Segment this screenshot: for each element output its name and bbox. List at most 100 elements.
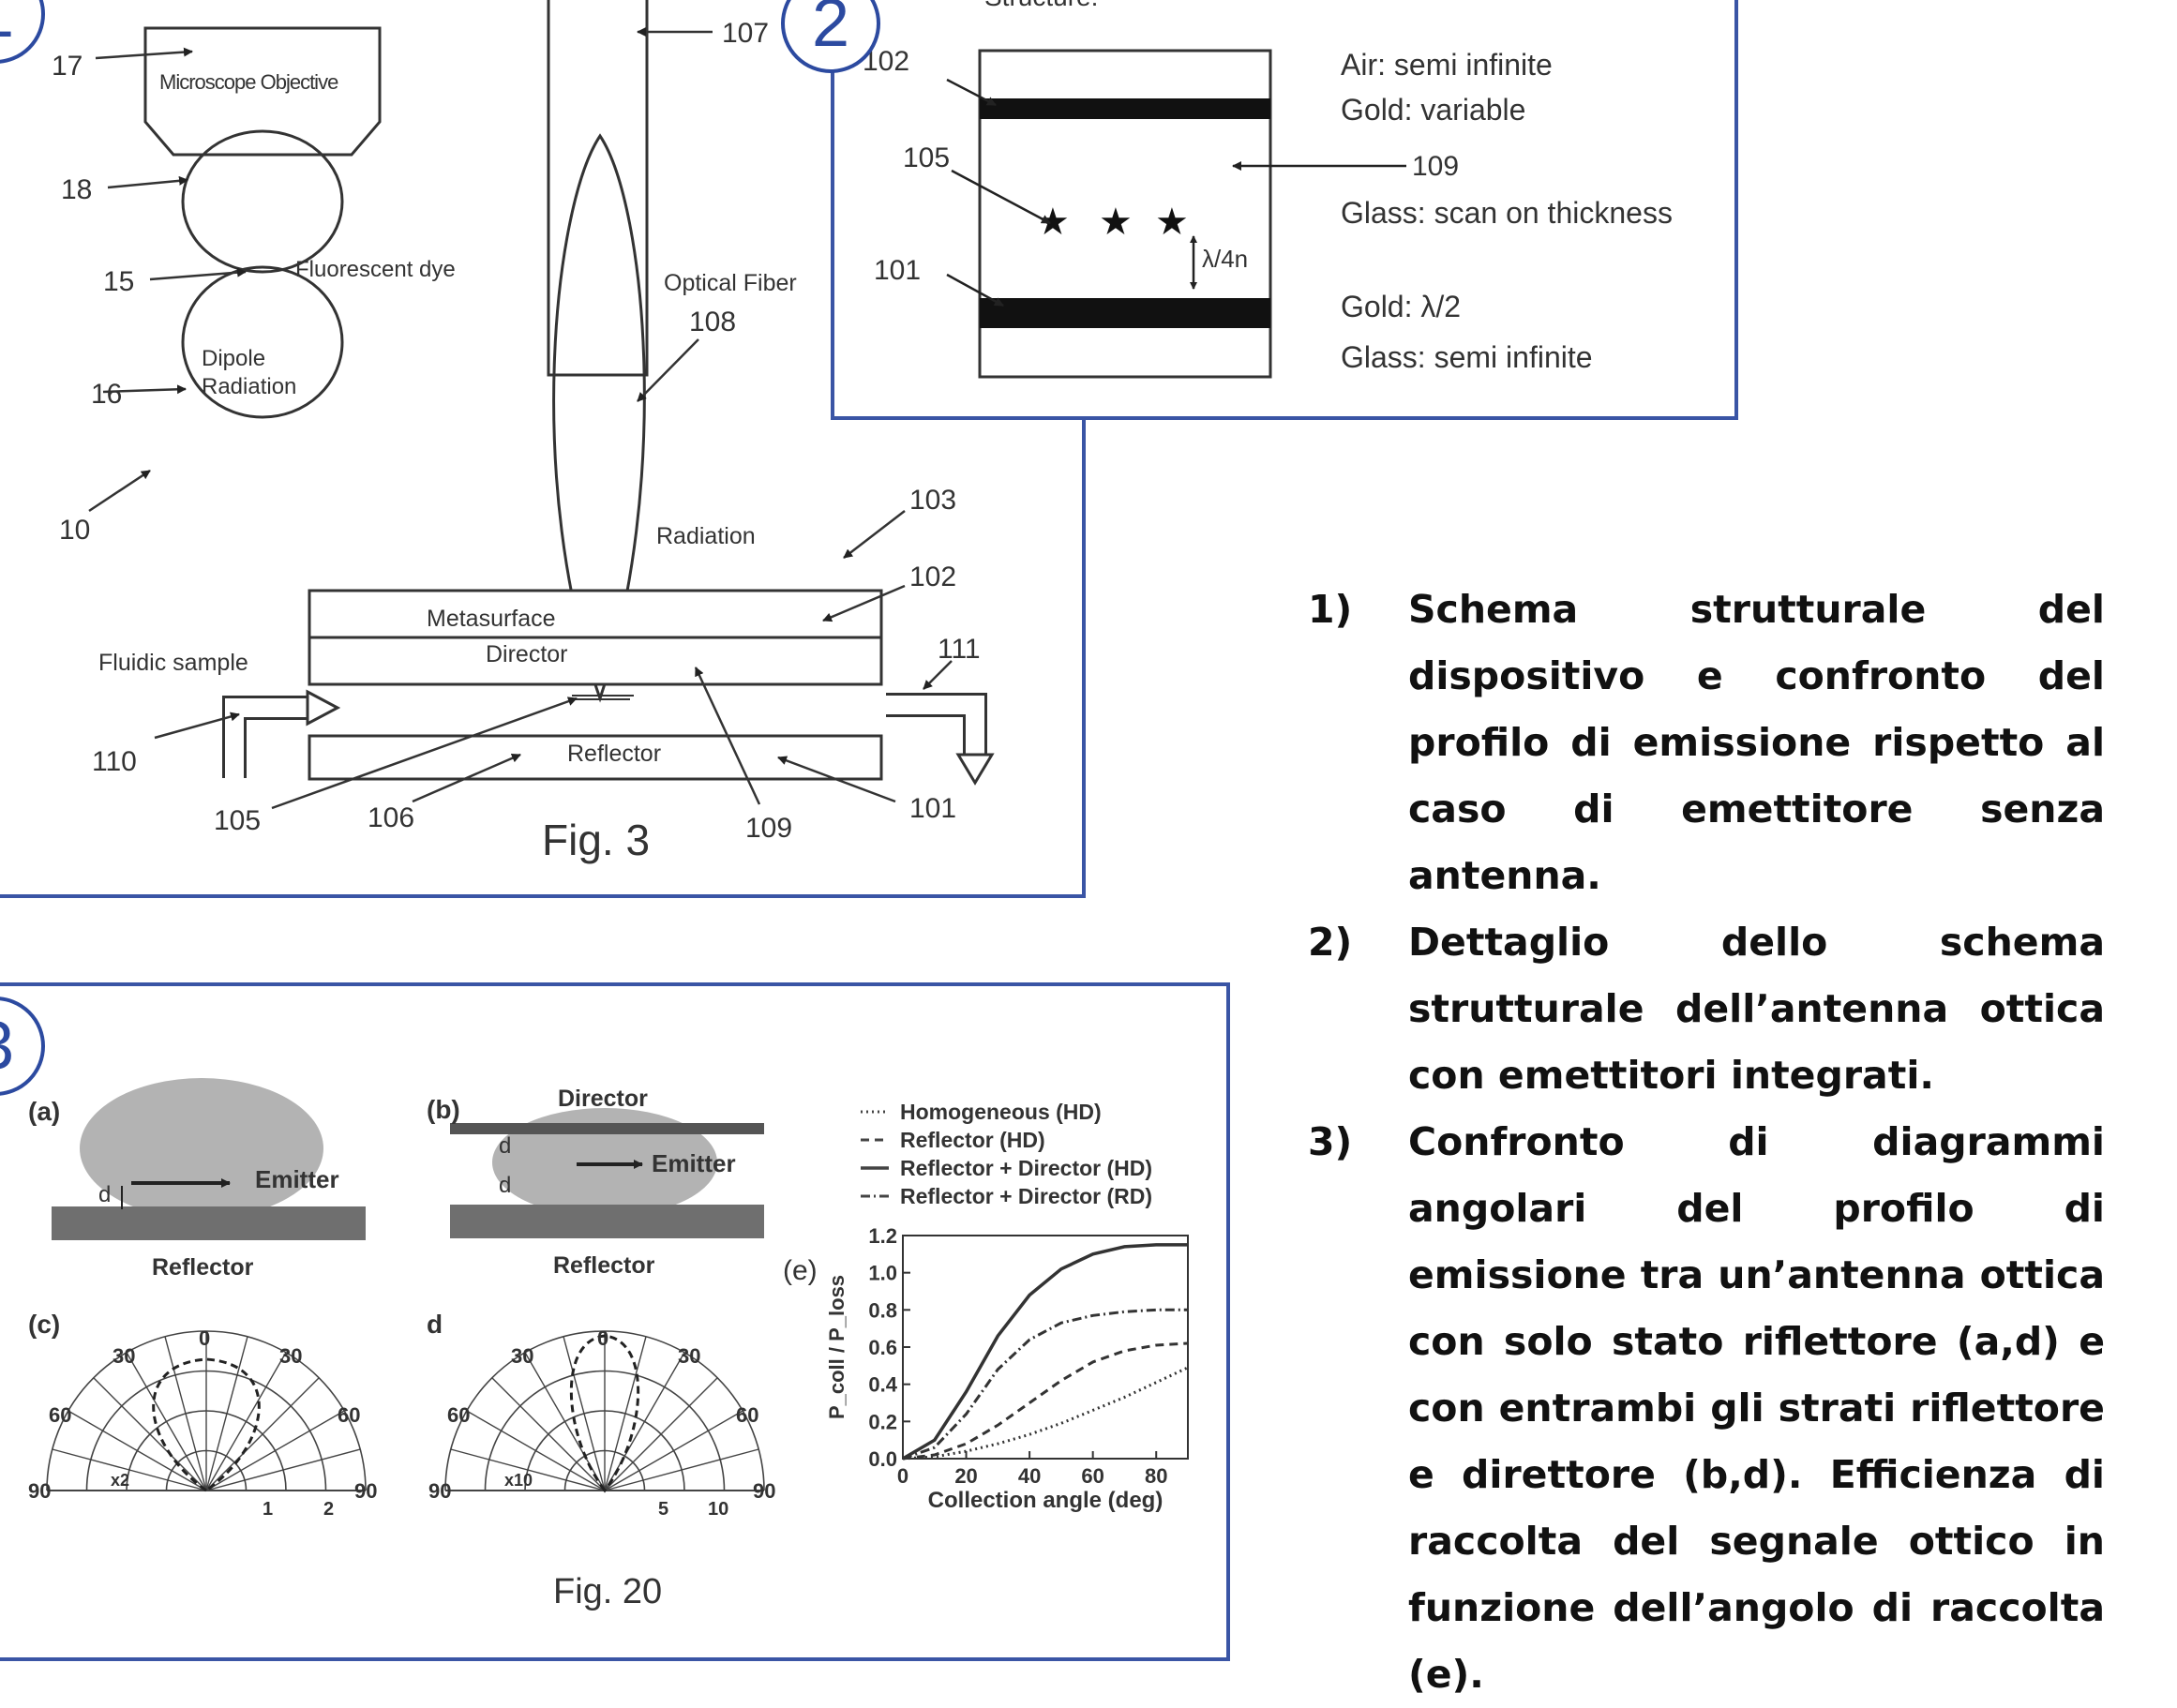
y-tick-label: 0.0 [868, 1447, 897, 1471]
x-tick-label: 20 [954, 1464, 977, 1488]
polar-spoke [450, 1448, 606, 1491]
director-bar-b [450, 1123, 764, 1134]
structure-header: Structure: [984, 0, 1098, 11]
label-microscope-objective: Microscope Objective [159, 70, 338, 94]
polar-d-r5: 5 [658, 1499, 668, 1520]
layer-glass-semi: Glass: semi infinite [1341, 340, 1593, 374]
ref-17: 17 [52, 51, 83, 82]
polar-spoke [68, 1410, 207, 1491]
polar-spoke [466, 1410, 606, 1491]
polar-plot-d [444, 1330, 765, 1493]
fig3-diagram [88, 0, 995, 810]
optical-fiber-shape [547, 0, 649, 377]
inlet-arrow-body [222, 696, 309, 778]
description-num-1: 1) [1308, 587, 1353, 632]
description-text-2: Dettaglio dello schema strutturale dell’… [1408, 920, 2105, 1098]
gold-bottom-layer [980, 298, 1270, 328]
polar-spoke [524, 1352, 606, 1491]
y-tick-label: 0.4 [868, 1373, 897, 1397]
y-tick-label: 1.0 [868, 1262, 897, 1285]
ref-109: 109 [745, 813, 792, 844]
ref-108: 108 [689, 307, 736, 337]
label-e: (e) [783, 1255, 818, 1286]
polar-spoke [604, 1336, 647, 1491]
reflector-label-b: Reflector [553, 1252, 655, 1279]
description-num-3: 3) [1308, 1119, 1353, 1164]
series-line-3 [902, 1308, 1188, 1461]
description-item-2: 2) Dettaglio dello schema strutturale de… [1308, 909, 2105, 1109]
ref-106: 106 [368, 802, 414, 833]
polar-d-90r: 90 [753, 1479, 775, 1503]
chart-legend: Homogeneous (HD) Reflector (HD) Reflecto… [861, 1100, 1152, 1208]
polar-d-scale: x10 [504, 1471, 533, 1490]
reflector-bar-b [450, 1205, 764, 1238]
emitter-star-2: ★ [1099, 201, 1133, 244]
label-fluidic-sample: Fluidic sample [98, 650, 248, 676]
polar-labels: 0 30 30 60 60 90 90 1 2 x2 0 30 30 60 60… [28, 1326, 775, 1520]
ref-111: 111 [938, 634, 981, 665]
polar-spoke [604, 1448, 759, 1491]
layer-gold-variable: Gold: variable [1341, 93, 1525, 127]
emitter-star-3: ★ [1155, 201, 1189, 244]
label-d: d [427, 1310, 443, 1339]
struct-ref-109: 109 [1412, 151, 1459, 182]
x-tick-label: 40 [1018, 1464, 1041, 1488]
fig20-schematics: d Emitter Reflector d d Emitter Director… [28, 1078, 818, 1611]
legend-label-1: Reflector (HD) [900, 1128, 1045, 1152]
emission-cloud-a [80, 1078, 323, 1219]
dipole-lobe-lower [181, 265, 344, 419]
label-b: (b) [427, 1095, 460, 1124]
dipole-lobe-upper [181, 129, 344, 274]
polar-spoke [52, 1448, 207, 1491]
polar-spoke [93, 1377, 207, 1491]
struct-ref-105: 105 [903, 142, 950, 173]
ref-110: 110 [92, 746, 137, 777]
emitter-star-1: ★ [1036, 201, 1070, 244]
ref-105: 105 [214, 805, 261, 836]
label-director: Director [486, 641, 568, 667]
panel-1-frame [0, 0, 1086, 898]
ref-101: 101 [909, 793, 956, 824]
emitter-label-a: Emitter [255, 1165, 339, 1193]
polar-lobe [152, 1357, 261, 1492]
polar-spoke [604, 1377, 718, 1491]
x-axis-label: Collection angle (deg) [928, 1488, 1164, 1513]
polar-d-30r: 30 [678, 1344, 700, 1368]
reflector-layer [308, 734, 883, 781]
series-line-0 [902, 1366, 1189, 1461]
d-label-b1: d [499, 1133, 511, 1159]
y-tick-label: 0.6 [868, 1336, 897, 1359]
fig3-caption: Fig. 3 [542, 816, 650, 864]
polar-c-90l: 90 [28, 1479, 51, 1503]
polar-spoke [126, 1352, 207, 1491]
ref-18: 18 [61, 174, 92, 205]
ref-16: 16 [91, 379, 122, 410]
polar-spoke [205, 1336, 248, 1491]
d-label-b2: d [499, 1173, 511, 1198]
label-optical-fiber: Optical Fiber [664, 270, 797, 296]
label-a: (a) [28, 1097, 60, 1126]
polar-d-30l: 30 [511, 1344, 533, 1368]
ref-10: 10 [59, 515, 90, 546]
polar-c-60r: 60 [338, 1403, 360, 1427]
legend-label-0: Homogeneous (HD) [900, 1100, 1102, 1124]
panel-3-frame [0, 982, 1230, 1661]
director-layer [308, 636, 883, 686]
y-tick-label: 0.2 [868, 1410, 897, 1433]
polar-c-90r: 90 [354, 1479, 377, 1503]
gold-top-layer [980, 98, 1270, 119]
label-radiation: Radiation [656, 523, 756, 549]
emitter-label-b: Emitter [652, 1149, 736, 1177]
polar-d-60r: 60 [736, 1403, 758, 1427]
polar-spoke [205, 1448, 361, 1491]
struct-ref-101: 101 [874, 255, 921, 286]
label-reflector: Reflector [567, 741, 661, 767]
polar-c-60l: 60 [49, 1403, 71, 1427]
polar-lobe [569, 1334, 640, 1493]
emitter-cluster [572, 695, 634, 700]
legend-label-3: Reflector + Director (RD) [900, 1184, 1152, 1208]
reflector-bar-a [52, 1206, 366, 1240]
polar-d-0: 0 [597, 1326, 608, 1350]
label-metasurface: Metasurface [427, 606, 556, 632]
